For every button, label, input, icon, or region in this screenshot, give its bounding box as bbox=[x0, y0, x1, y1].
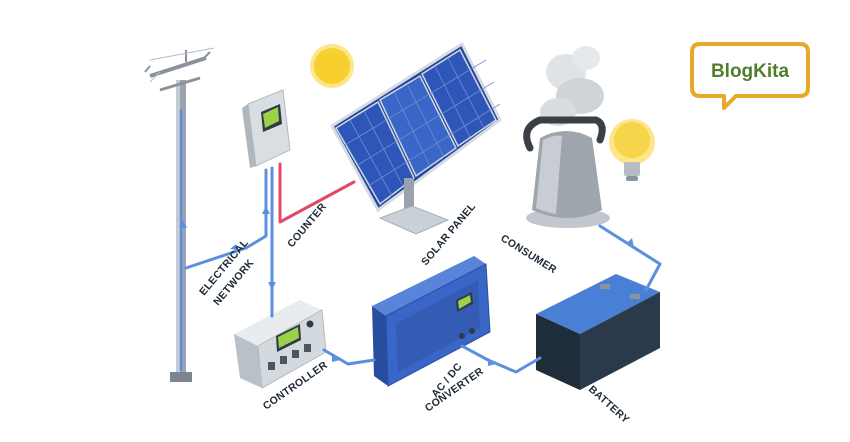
ac-dc-converter bbox=[372, 256, 491, 387]
kettle-icon bbox=[523, 46, 610, 228]
controller-device bbox=[234, 300, 327, 389]
counter-meter bbox=[242, 89, 291, 168]
label-battery: BATTERY bbox=[586, 383, 632, 426]
wire-pole-to-counter bbox=[184, 168, 268, 270]
label-consumer: CONSUMER bbox=[498, 232, 558, 276]
wire-converter-to-battery bbox=[460, 344, 542, 374]
wire-battery-to-consumer bbox=[598, 224, 662, 292]
light-bulb-icon bbox=[609, 119, 655, 181]
battery bbox=[536, 274, 660, 390]
power-pole-icon bbox=[144, 47, 215, 382]
wire-counter-to-panel bbox=[278, 162, 356, 224]
solar-panel bbox=[330, 41, 502, 235]
label-solar-panel: SOLAR PANEL bbox=[419, 200, 478, 268]
blogkita-logo: BlogKita bbox=[690, 42, 810, 110]
logo-text: BlogKita bbox=[711, 61, 790, 82]
wire-controller-to-converter bbox=[322, 348, 376, 366]
sun-icon bbox=[310, 44, 354, 88]
wires bbox=[179, 108, 662, 374]
